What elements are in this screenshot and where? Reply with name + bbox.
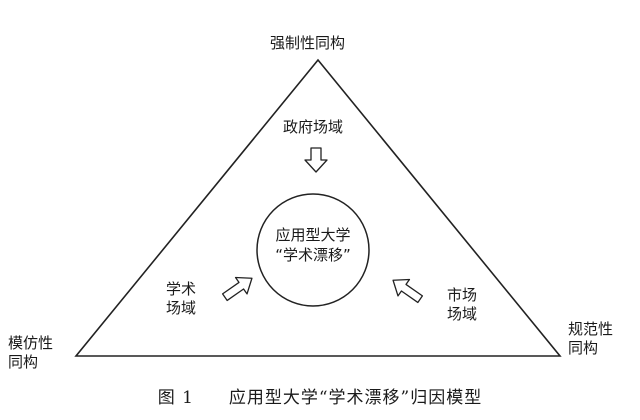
center-subtitle: “学术漂移” — [275, 246, 351, 264]
vertex-label-right: 规范性 同构 — [568, 320, 614, 357]
field-label-academic: 学术 场域 — [166, 280, 197, 317]
hollow-arrow-up-right-icon — [221, 276, 253, 302]
figure-caption: 图 1 应用型大学“学术漂移”归因模型 — [0, 383, 640, 408]
vertex-label-left: 模仿性 同构 — [8, 334, 54, 371]
figure-number: 图 1 — [157, 388, 195, 408]
center-circle — [256, 193, 370, 307]
field-label-market: 市场 场域 — [447, 286, 478, 323]
hollow-arrow-down-icon — [304, 147, 328, 173]
hollow-arrow-up-left-icon — [392, 278, 424, 304]
field-label-government: 政府场域 — [283, 118, 344, 136]
center-title: 应用型大学 — [275, 226, 351, 244]
triangle-outline — [74, 58, 562, 357]
figure-title: 应用型大学“学术漂移”归因模型 — [228, 388, 483, 408]
vertex-label-top: 强制性同构 — [270, 34, 346, 52]
